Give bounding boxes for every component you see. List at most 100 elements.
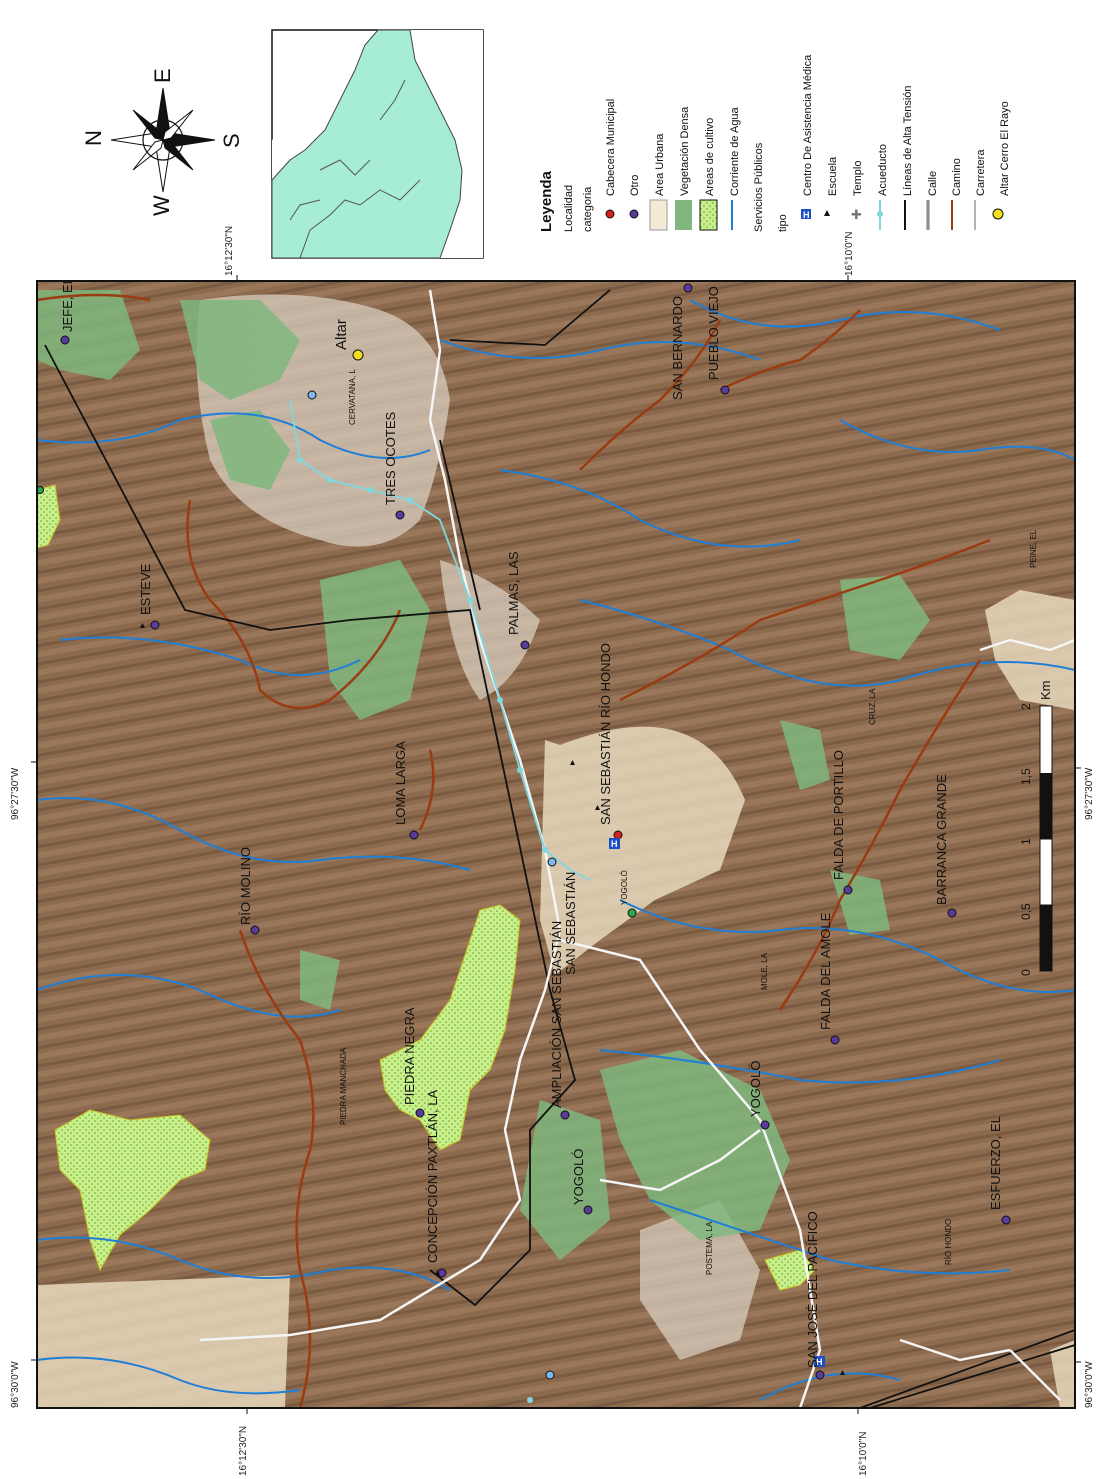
main-map: H H JEFE, EL Altar CERVATANA, L CEREZAL … [31,277,1075,1408]
legend-acueducto: Acueducto [877,144,889,196]
legend-otro-symbol [629,209,639,219]
scale-1: 1 [1019,838,1033,845]
power-lines [44,289,1075,1408]
school-markers [140,623,845,1375]
compass-w: W [149,195,174,216]
cultivation-areas [37,484,816,1291]
label-jefe: JEFE, EL [60,277,75,332]
svg-text:H: H [816,1357,823,1367]
label-falda-portillo: FALDA DE PORTILLO [831,750,846,880]
label-piedra-manchada: PIEDRA MANCHADA [339,1047,348,1125]
legend-urbana: Area Urbana [654,133,666,196]
legend-altar-symbol [992,208,1004,220]
frame-ticks [31,275,1081,1414]
label-mole: MOLE, LA [760,952,769,990]
legend-tipo: tipo [777,214,789,232]
label-esfuerzo: ESFUERZO, EL [988,1116,1003,1210]
coord-bottom-left: 16°12'30"N [238,1426,249,1476]
scale-15: 1,5 [1019,768,1033,785]
label-loma-larga: LOMA LARGA [393,741,408,825]
coord-top-left: 16°12'30"N [224,226,235,276]
place-labels: JEFE, EL Altar CERVATANA, L CEREZAL TRES… [31,277,1038,1368]
label-peine: PEINE, EL [1029,529,1038,568]
label-altar: Altar [333,319,350,350]
compass-e: E [150,68,175,83]
coord-right-top: 96°27'30"W [1084,767,1095,820]
legend-cultivo: Areas de cultivo [704,118,716,196]
legend-corriente: Corriente de Agua [729,106,741,196]
label-san-jose: SAN JOSÉ DEL PACÍFICO [805,1211,820,1368]
scale-05: 0,5 [1019,903,1033,920]
dense-vegetation [37,290,930,1260]
inset-map [271,29,484,259]
legend: Leyenda Localidad categoria Cabecera Mun… [538,54,1011,232]
legend-urbana-swatch [649,199,668,231]
label-ampliacion: AMPLIACIÓN SAN SEBASTIÁN [549,921,564,1108]
coord-left-top: 96°27'30"W [10,767,21,820]
compass-s: S [219,133,244,148]
label-paxtlan: CONCEPCIÓN PAXTLÁN, LA [425,1090,440,1263]
label-cervatana: CERVATANA, L [348,369,357,425]
label-esteve: ESTEVE [138,563,153,615]
legend-centro-symbol [801,209,811,219]
legend-vegetacion-swatch [675,200,692,230]
label-pueblo-viejo: PUEBLO VIEJO [706,286,721,380]
label-barranca-grande: BARRANCA GRANDE [934,774,949,905]
legend-templo: Templo [852,161,864,196]
label-cerezal: CEREZAL [31,448,40,485]
legend-cabecera: Cabecera Municipal [605,99,617,196]
label-cruz: CRUZ, LA [868,688,877,725]
scale-2: 2 [1019,703,1033,710]
coord-right-bottom: 96°30'0"W [1084,1361,1095,1408]
legend-camino: Camino [951,158,963,196]
label-rio-hondo: RÍO HONDO [944,1219,953,1265]
legend-calle: Calle [927,171,939,196]
hospital-icon: H [803,210,810,220]
legend-servicios: Servicios Públicos [753,142,765,232]
legend-carretera: Carretera [975,149,987,196]
label-rio-molino: RÍO MOLINO [238,847,253,925]
map-frame [36,280,1076,1409]
svg-text:H: H [611,839,618,849]
legend-altar: Altar Cerro El Rayo [999,101,1011,196]
legend-otro: Otro [629,175,641,196]
scale-unit: Km [1038,681,1053,701]
legend-title: Leyenda [538,170,555,232]
legend-cabecera-symbol [605,209,615,219]
label-piedra-negra: PIEDRA NEGRA [402,1007,417,1105]
legend-cultivo-swatch [699,199,718,231]
legend-centro: Centro De Asistencia Médica [802,54,814,196]
label-san-sebastian: SAN SEBASTIÁN [563,872,578,975]
label-postema: POSTEMA, LA [705,1221,714,1275]
label-falda-amole: FALDA DEL AMOLE [818,912,833,1030]
label-yogolo-3: YOGOLÓ [571,1149,586,1205]
coord-top-right: 16°10'0"N [844,232,855,277]
locality-points [37,283,1011,1380]
dirt-roads [37,293,991,1408]
label-yogolo-2: YOGOLÓ [748,1061,763,1117]
coord-left-bottom: 96°30'0"W [10,1361,21,1408]
paved-streets [199,289,1075,1408]
legend-vegetacion: Vegetación Densa [679,106,691,196]
legend-categoria: categoria [582,186,594,232]
scale-bar: 0 0,5 1 1,5 2 Km [1019,681,1053,977]
aqueduct [289,399,591,881]
legend-escuela: Escuela [827,156,839,196]
hospital-markers: H H [609,838,825,1367]
label-palmas: PALMAS, LAS [506,551,521,635]
label-tres-ocotes: TRES OCOTES [383,411,398,505]
label-rio-hondo-town: SAN SEBASTIÁN RÍO HONDO [598,643,613,825]
legend-templo-symbol: ✚ [851,208,862,223]
label-yogolo-1: YOGOLÓ [620,870,629,905]
compass-n: N [81,130,106,146]
label-san-bernardo: SAN BERNARDO [670,296,685,400]
legend-alta-tension: Líneas de Alta Tensión [902,86,914,197]
scale-0: 0 [1019,969,1033,976]
aqueduct-points [297,457,548,1403]
legend-escuela-symbol [824,210,830,216]
urban-areas [37,590,1075,1408]
legend-localidad: Localidad [563,185,575,232]
coord-bottom-right: 16°10'0"N [858,1432,869,1477]
compass-rose: N E S W [81,68,244,216]
